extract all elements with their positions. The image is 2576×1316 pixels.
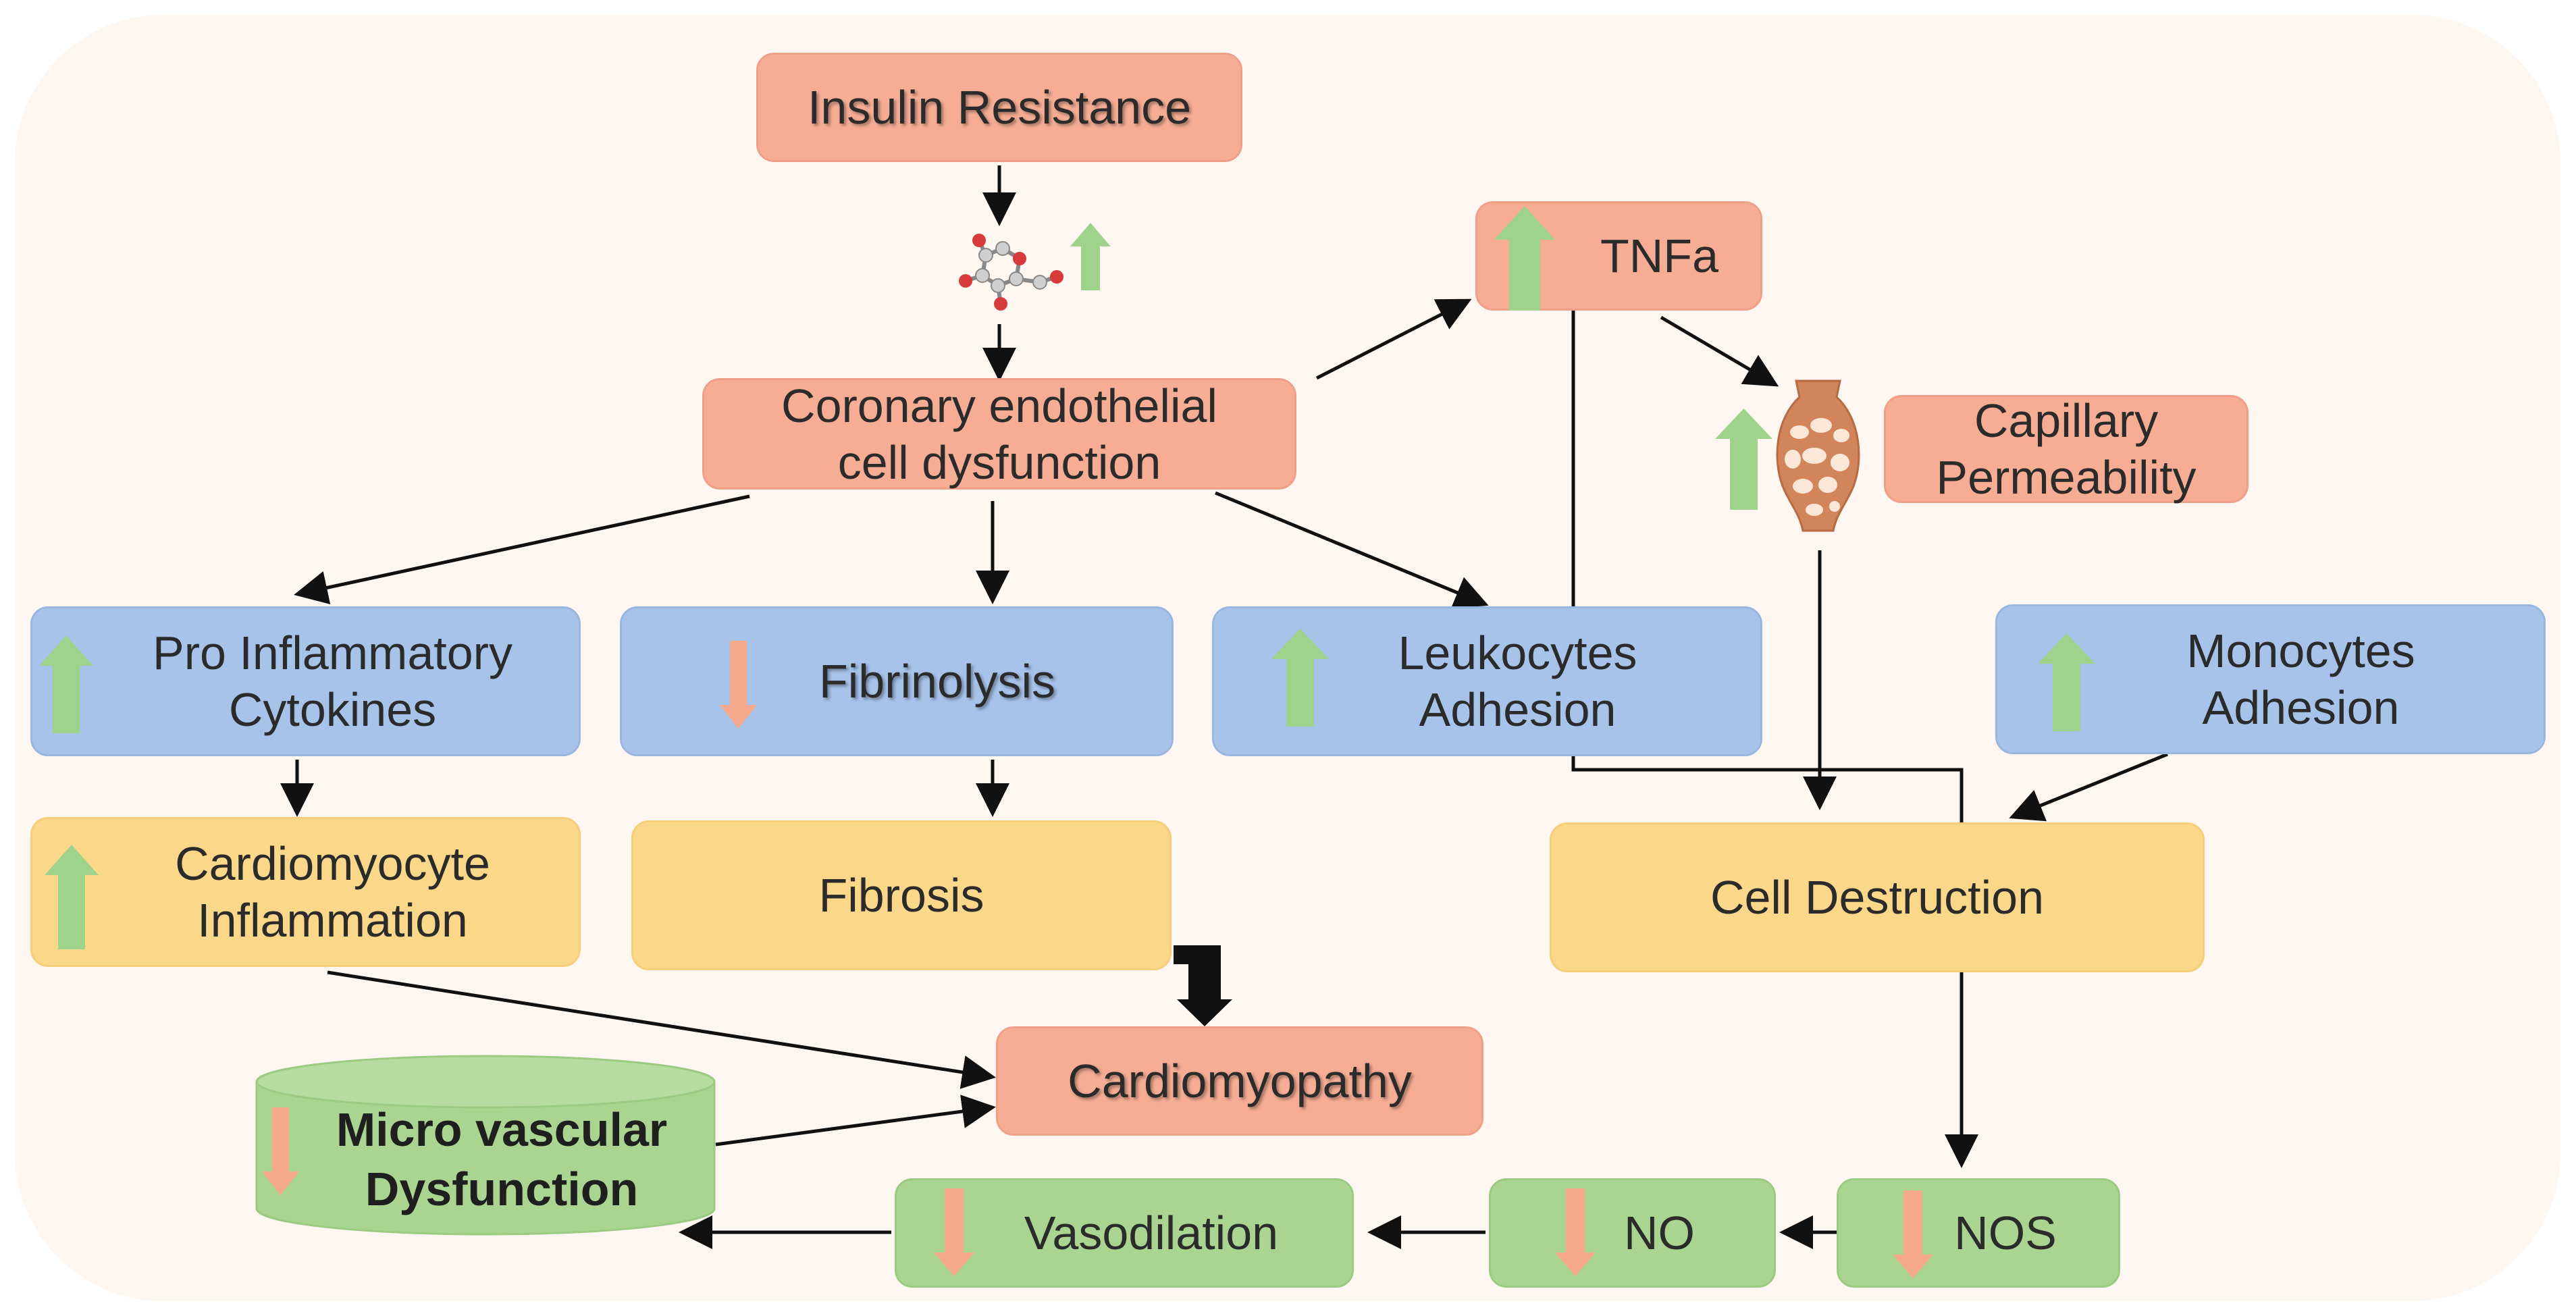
down-arrow-icon	[1555, 1188, 1596, 1276]
fibrosis-label: Fibrosis	[818, 869, 984, 922]
up-arrow-icon	[1494, 206, 1555, 311]
leukocytes-label: Leukocytes Adhesion	[1398, 627, 1637, 736]
node-insulin-resistance: Insulin Resistance	[756, 53, 1242, 162]
down-arrow-icon	[720, 641, 757, 729]
node-cell-destruction: Cell Destruction	[1550, 822, 2205, 972]
node-no: NO	[1489, 1178, 1776, 1288]
cylinder-shape	[255, 1055, 716, 1236]
node-pro-inflammatory-cytokines: Pro Inflammatory Cytokines	[30, 606, 581, 756]
tnfa-label: TNFa	[1600, 230, 1718, 282]
node-leukocytes-adhesion: Leukocytes Adhesion	[1212, 606, 1762, 756]
edge-cardiomyocyte-to-cardiomyopathy	[327, 970, 996, 1089]
node-fibrinolysis: Fibrinolysis	[620, 606, 1174, 756]
up-arrow-icon	[45, 845, 99, 949]
node-vasodilation: Vasodilation	[895, 1178, 1354, 1288]
node-nos: NOS	[1837, 1178, 2120, 1288]
vessel-icon	[1776, 379, 1860, 532]
glucose-molecule-icon	[959, 234, 1063, 311]
edge-endothelial-to-proinflammatory	[294, 494, 750, 604]
no-label: NO	[1624, 1207, 1695, 1259]
monocytes-label: Monocytes Adhesion	[2186, 625, 2415, 734]
endothelial-dysfunction-label: Coronary endothelial cell dysfunction	[781, 379, 1217, 489]
edge-monocytes-to-celldestruction	[2009, 752, 2168, 822]
capillary-permeability-label: Capillary Permeability	[1936, 394, 2197, 504]
pro-inflammatory-label: Pro Inflammatory Cytokines	[153, 627, 512, 736]
cardiomyopathy-label: Cardiomyopathy	[1068, 1055, 1412, 1107]
node-fibrosis: Fibrosis	[631, 820, 1172, 970]
up-arrow-icon	[1271, 629, 1329, 727]
edge-microvascular-to-cardiomyopathy	[715, 1095, 996, 1147]
node-microvascular-dysfunction: Micro vascular Dysfunction	[255, 1053, 716, 1236]
insulin-resistance-label: Insulin Resistance	[807, 81, 1192, 134]
fibrinolysis-label: Fibrinolysis	[818, 655, 1056, 708]
up-arrow-icon	[39, 635, 93, 733]
node-cardiomyocyte-inflammation: Cardiomyocyte Inflammation	[30, 817, 581, 967]
edge-endothelial-to-tnfa	[1315, 298, 1472, 380]
nos-label: NOS	[1954, 1207, 2057, 1259]
node-capillary-permeability: Capillary Permeability	[1884, 394, 2249, 504]
up-arrow-icon	[2038, 633, 2095, 731]
node-monocytes-adhesion: Monocytes Adhesion	[1995, 604, 2546, 754]
node-tnfa: TNFa	[1475, 201, 1762, 311]
microvascular-label: Micro vascular Dysfunction	[336, 1103, 668, 1215]
up-arrow-icon	[1715, 409, 1772, 510]
edge-fibrosis-to-cardiomyopathy	[1174, 945, 1232, 1026]
down-arrow-icon	[1893, 1190, 1933, 1278]
edge-endothelial-to-leukocytes	[1215, 491, 1489, 608]
node-cardiomyopathy: Cardiomyopathy	[996, 1026, 1483, 1136]
up-arrow-icon	[1070, 223, 1111, 290]
edge-tnfa-to-vessel	[1660, 315, 1779, 387]
cell-destruction-label: Cell Destruction	[1710, 871, 2045, 924]
down-arrow-icon	[934, 1188, 974, 1276]
vasodilation-label: Vasodilation	[1024, 1207, 1279, 1259]
cardiomyocyte-label: Cardiomyocyte Inflammation	[175, 837, 490, 947]
node-endothelial-dysfunction: Coronary endothelial cell dysfunction	[702, 378, 1296, 490]
down-arrow-icon	[262, 1107, 299, 1195]
